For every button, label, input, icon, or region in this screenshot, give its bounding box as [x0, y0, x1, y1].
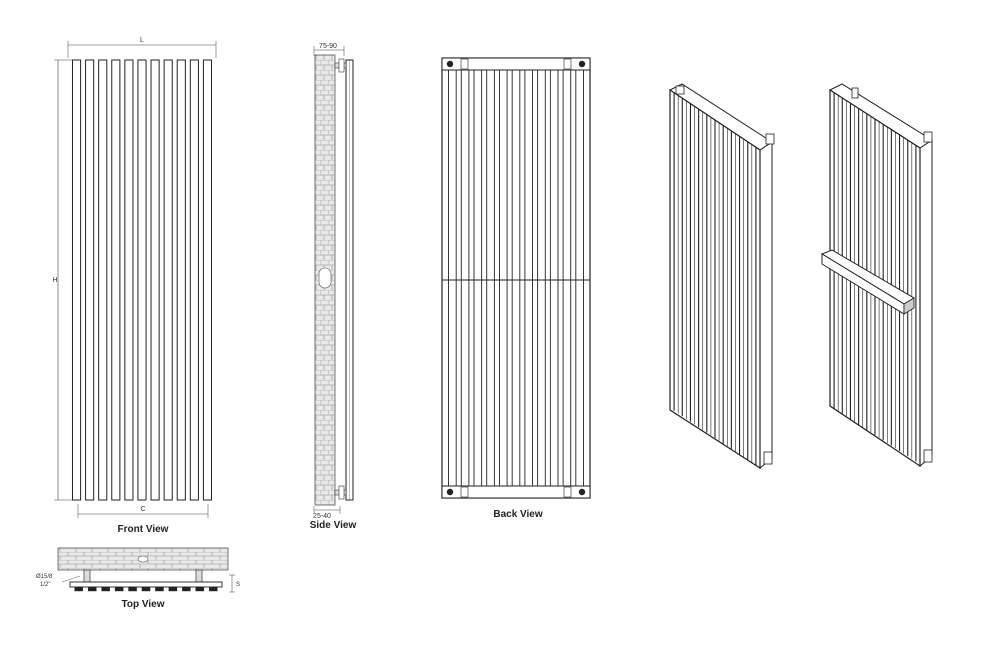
front-panel-tube: [202, 59, 213, 501]
back-view-bottom-rail: [441, 485, 591, 499]
top-view-tube: [182, 586, 191, 592]
top-view-tube: [195, 586, 205, 592]
top-view-tube: [209, 586, 218, 592]
front-panel-tube: [137, 59, 147, 501]
iso2-towel-bar: [820, 249, 915, 315]
back-view: Back View: [441, 57, 591, 520]
side-dim-bottom: 25-40: [313, 513, 331, 520]
back-fixing-top-left: [446, 60, 454, 68]
top-view-valve: [137, 555, 149, 563]
dim-label-H: H: [52, 277, 57, 284]
front-view-label: Front View: [118, 524, 169, 535]
iso2-brackets: [851, 87, 933, 463]
top-view-tube: [128, 586, 137, 592]
front-panel-tube: [71, 59, 82, 501]
iso1-bracket-top: [675, 85, 775, 145]
front-panel-tube: [176, 59, 186, 501]
top-view-bracket-right: [195, 569, 203, 583]
dim-label-C: C: [140, 506, 145, 513]
top-dim-label: S: [236, 582, 240, 588]
side-view: 75-90 25-40 Side View: [310, 43, 357, 531]
side-view-label: Side View: [310, 520, 357, 531]
side-bracket-bottom: [334, 485, 347, 500]
top-view-tube: [87, 586, 97, 592]
top-view-tube: [155, 586, 164, 592]
front-dim-width: L: [67, 37, 217, 58]
back-fixing-bottom-right: [578, 488, 586, 496]
top-view-panel-bar: [69, 581, 223, 588]
back-panels: [448, 70, 584, 486]
front-view: L H C Front View: [52, 37, 217, 535]
iso1-tubes: [673, 92, 757, 466]
front-panel-tube: [124, 59, 134, 501]
top-view-label: Top View: [122, 599, 165, 610]
front-panel-tube: [111, 59, 121, 501]
top-view-tube: [168, 586, 178, 592]
front-dim-height: H: [52, 59, 72, 501]
top-view-tubes: [74, 586, 218, 592]
top-view: Ø15/8 1/2" S Top View: [36, 547, 240, 610]
top-view-tube: [101, 586, 110, 592]
top-view-tube: [141, 586, 151, 592]
front-panel-tube: [85, 59, 95, 501]
top-view-tube: [74, 586, 83, 592]
isometric-view-front: [669, 83, 775, 470]
front-panel-tube: [189, 59, 199, 501]
dim-label-L: L: [140, 37, 144, 44]
back-fixing-bottom-left: [446, 488, 454, 496]
top-view-tube: [114, 586, 124, 592]
back-view-frame: [441, 57, 591, 499]
front-panel-tube: [163, 59, 173, 501]
front-panels: [71, 59, 213, 501]
side-view-valve: [318, 267, 332, 289]
front-panel-tube: [98, 59, 108, 501]
top-pipe-label-1: Ø15/8: [36, 574, 53, 580]
front-panel-tube: [150, 59, 160, 501]
back-view-top-rail: [441, 57, 591, 71]
top-pipe-label-2: 1/2": [40, 582, 50, 588]
side-bracket-top: [334, 58, 347, 73]
front-dim-centers: C: [77, 504, 209, 518]
back-view-label: Back View: [493, 509, 543, 520]
iso1-bracket-bottom: [763, 451, 773, 465]
isometric-view-towel-bar: [820, 83, 933, 468]
back-fixing-top-right: [578, 60, 586, 68]
top-view-bracket-left: [83, 569, 91, 583]
side-dim-top: 75-90: [319, 43, 337, 50]
